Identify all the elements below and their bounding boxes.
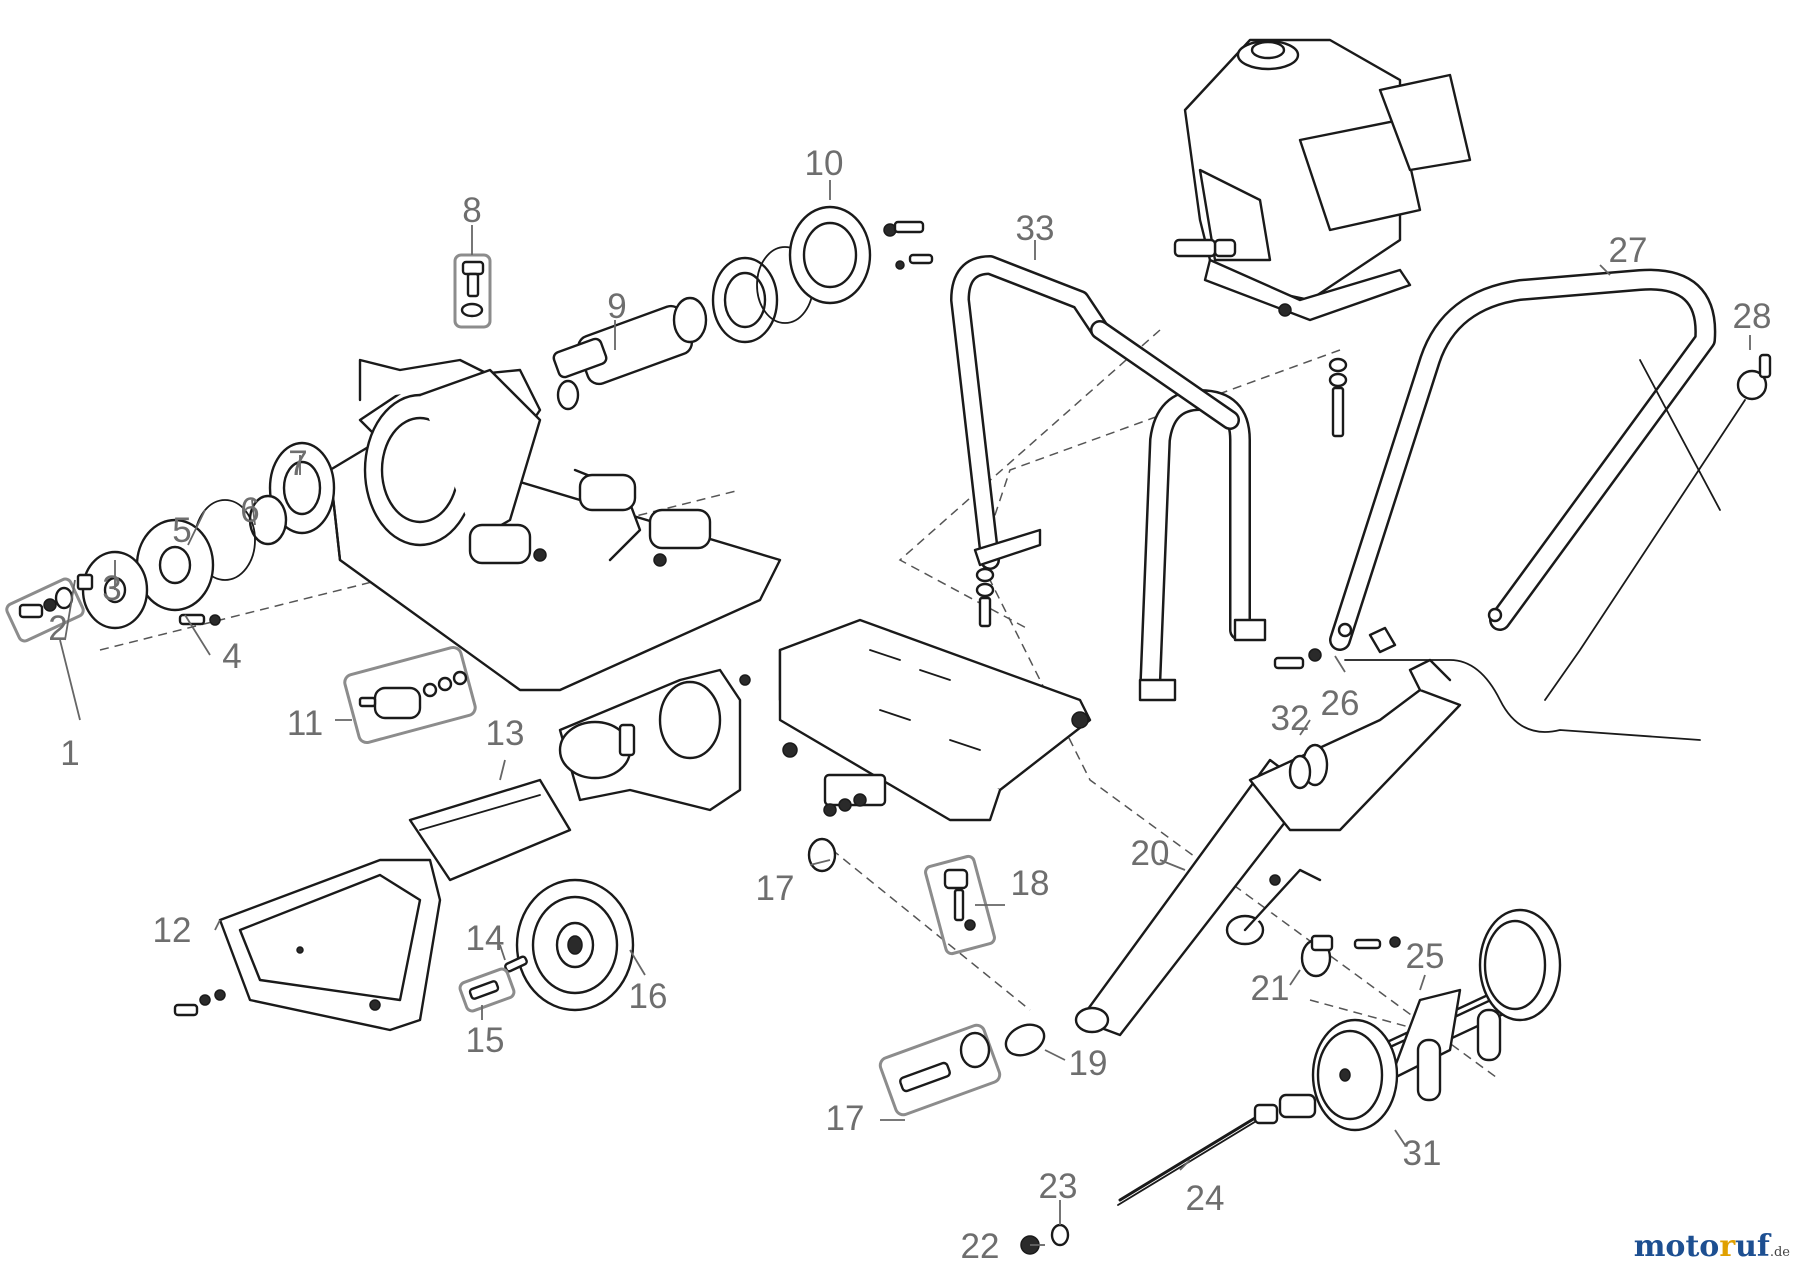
transport-frame	[1074, 658, 1462, 1037]
handle-fasteners	[1273, 626, 1397, 670]
base-plate-assembly	[328, 358, 782, 692]
callout-20: 20	[1131, 834, 1170, 873]
callout-31: 31	[1403, 1134, 1442, 1173]
callout-13: 13	[486, 714, 525, 753]
group-box-17-lower	[878, 1023, 1002, 1117]
bolt-8	[460, 260, 485, 318]
callout-32: 32	[1271, 699, 1310, 738]
gear-32	[1288, 743, 1329, 790]
callout-17-upper: 17	[756, 869, 795, 908]
throttle-lever	[1544, 353, 1772, 701]
callout-16: 16	[629, 977, 668, 1016]
engine	[1173, 38, 1472, 322]
callout-9: 9	[607, 287, 626, 326]
callout-2: 2	[48, 609, 67, 648]
rollbar-fasteners	[975, 567, 995, 628]
callout-5: 5	[172, 511, 191, 550]
callout-10: 10	[805, 144, 844, 183]
group-box-18	[924, 854, 996, 956]
fastener-1	[18, 586, 74, 619]
clamp-21	[1300, 934, 1401, 978]
callout-7: 7	[288, 444, 307, 483]
callout-22: 22	[961, 1227, 1000, 1266]
callout-15: 15	[466, 1021, 505, 1060]
logo-text-1: moto	[1633, 1229, 1720, 1264]
roll-bar	[950, 255, 1267, 702]
group-box-15	[458, 967, 516, 1013]
callout-labels: 1 2 3 4 5 6 7 8 9 10 11 12 13 14 15 16 1…	[48, 144, 1771, 1266]
callout-17-lower: 17	[826, 1099, 865, 1138]
group-box-1	[5, 577, 85, 643]
callout-14: 14	[466, 919, 505, 958]
belt-cover	[218, 858, 442, 1032]
callout-26: 26	[1321, 684, 1360, 723]
shock-mount	[358, 670, 468, 720]
callout-21: 21	[1251, 969, 1290, 1008]
wheel-right	[1478, 908, 1562, 1022]
callout-18: 18	[1011, 864, 1050, 903]
logo-text-3: uf	[1735, 1229, 1770, 1264]
callout-28: 28	[1733, 297, 1772, 336]
clutch-pulley	[515, 878, 635, 1012]
logo-suffix: .de	[1769, 1245, 1790, 1260]
callout-4: 4	[222, 637, 241, 676]
leader-lines	[59, 180, 1751, 1246]
handle	[1329, 268, 1721, 651]
callout-1: 1	[60, 734, 79, 773]
mount-nuts	[807, 793, 867, 873]
right-bearing-set	[711, 205, 934, 344]
callout-8: 8	[462, 191, 481, 230]
wheel-31	[1311, 1018, 1399, 1132]
cover-fasteners	[173, 989, 226, 1017]
callout-27: 27	[1609, 231, 1648, 270]
bushing-19	[1004, 1023, 1046, 1057]
throttle-cable	[1344, 659, 1701, 741]
logo-text-2: r	[1719, 1229, 1736, 1264]
eccentric-shaft	[552, 296, 708, 411]
callout-33: 33	[1016, 209, 1055, 248]
bolt-18	[943, 868, 976, 931]
v-belt	[408, 778, 572, 882]
key-15	[468, 980, 500, 1000]
belt-guard-frame	[558, 668, 742, 812]
callout-19: 19	[1069, 1044, 1108, 1083]
engine-fasteners	[1328, 357, 1348, 438]
group-box-11	[343, 645, 477, 745]
callout-25: 25	[1406, 937, 1445, 976]
callout-6: 6	[240, 491, 259, 530]
callout-23: 23	[1039, 1167, 1078, 1206]
key-14	[504, 955, 528, 973]
motoruf-logo[interactable]: motoruf.de	[1634, 1229, 1790, 1264]
bolt-17	[899, 1031, 991, 1093]
callout-11: 11	[287, 704, 323, 743]
washer-23	[1050, 1223, 1070, 1247]
left-bearing-set	[76, 441, 336, 630]
engine-mounting-frame	[739, 618, 1092, 822]
callout-12: 12	[153, 911, 192, 950]
callout-24: 24	[1186, 1179, 1225, 1218]
callout-3: 3	[102, 569, 121, 608]
